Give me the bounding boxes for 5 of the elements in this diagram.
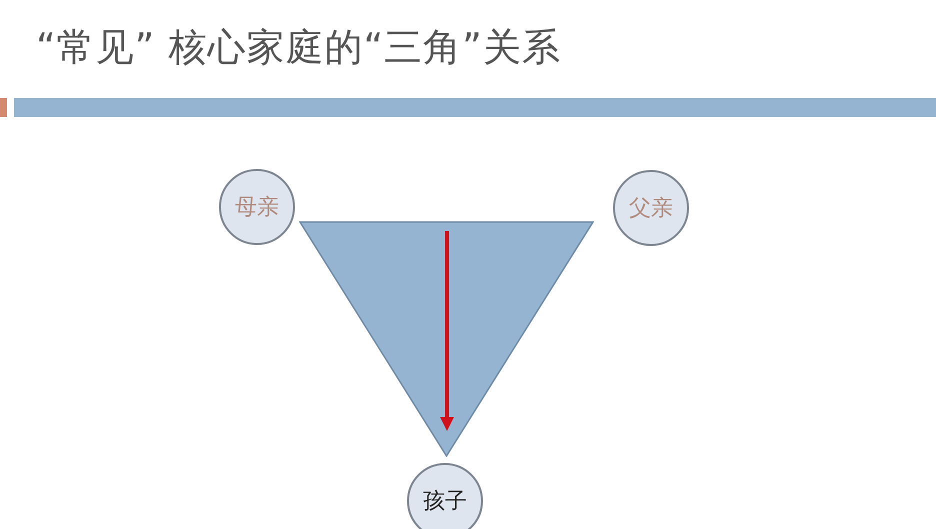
title: “常见” 核心家庭的“三角”关系 <box>36 24 561 71</box>
circle-node: 父亲 <box>613 170 689 246</box>
circle-node: 母亲 <box>219 169 295 245</box>
circle-node: 孩子 <box>407 463 483 529</box>
triangle-shape <box>299 221 594 457</box>
